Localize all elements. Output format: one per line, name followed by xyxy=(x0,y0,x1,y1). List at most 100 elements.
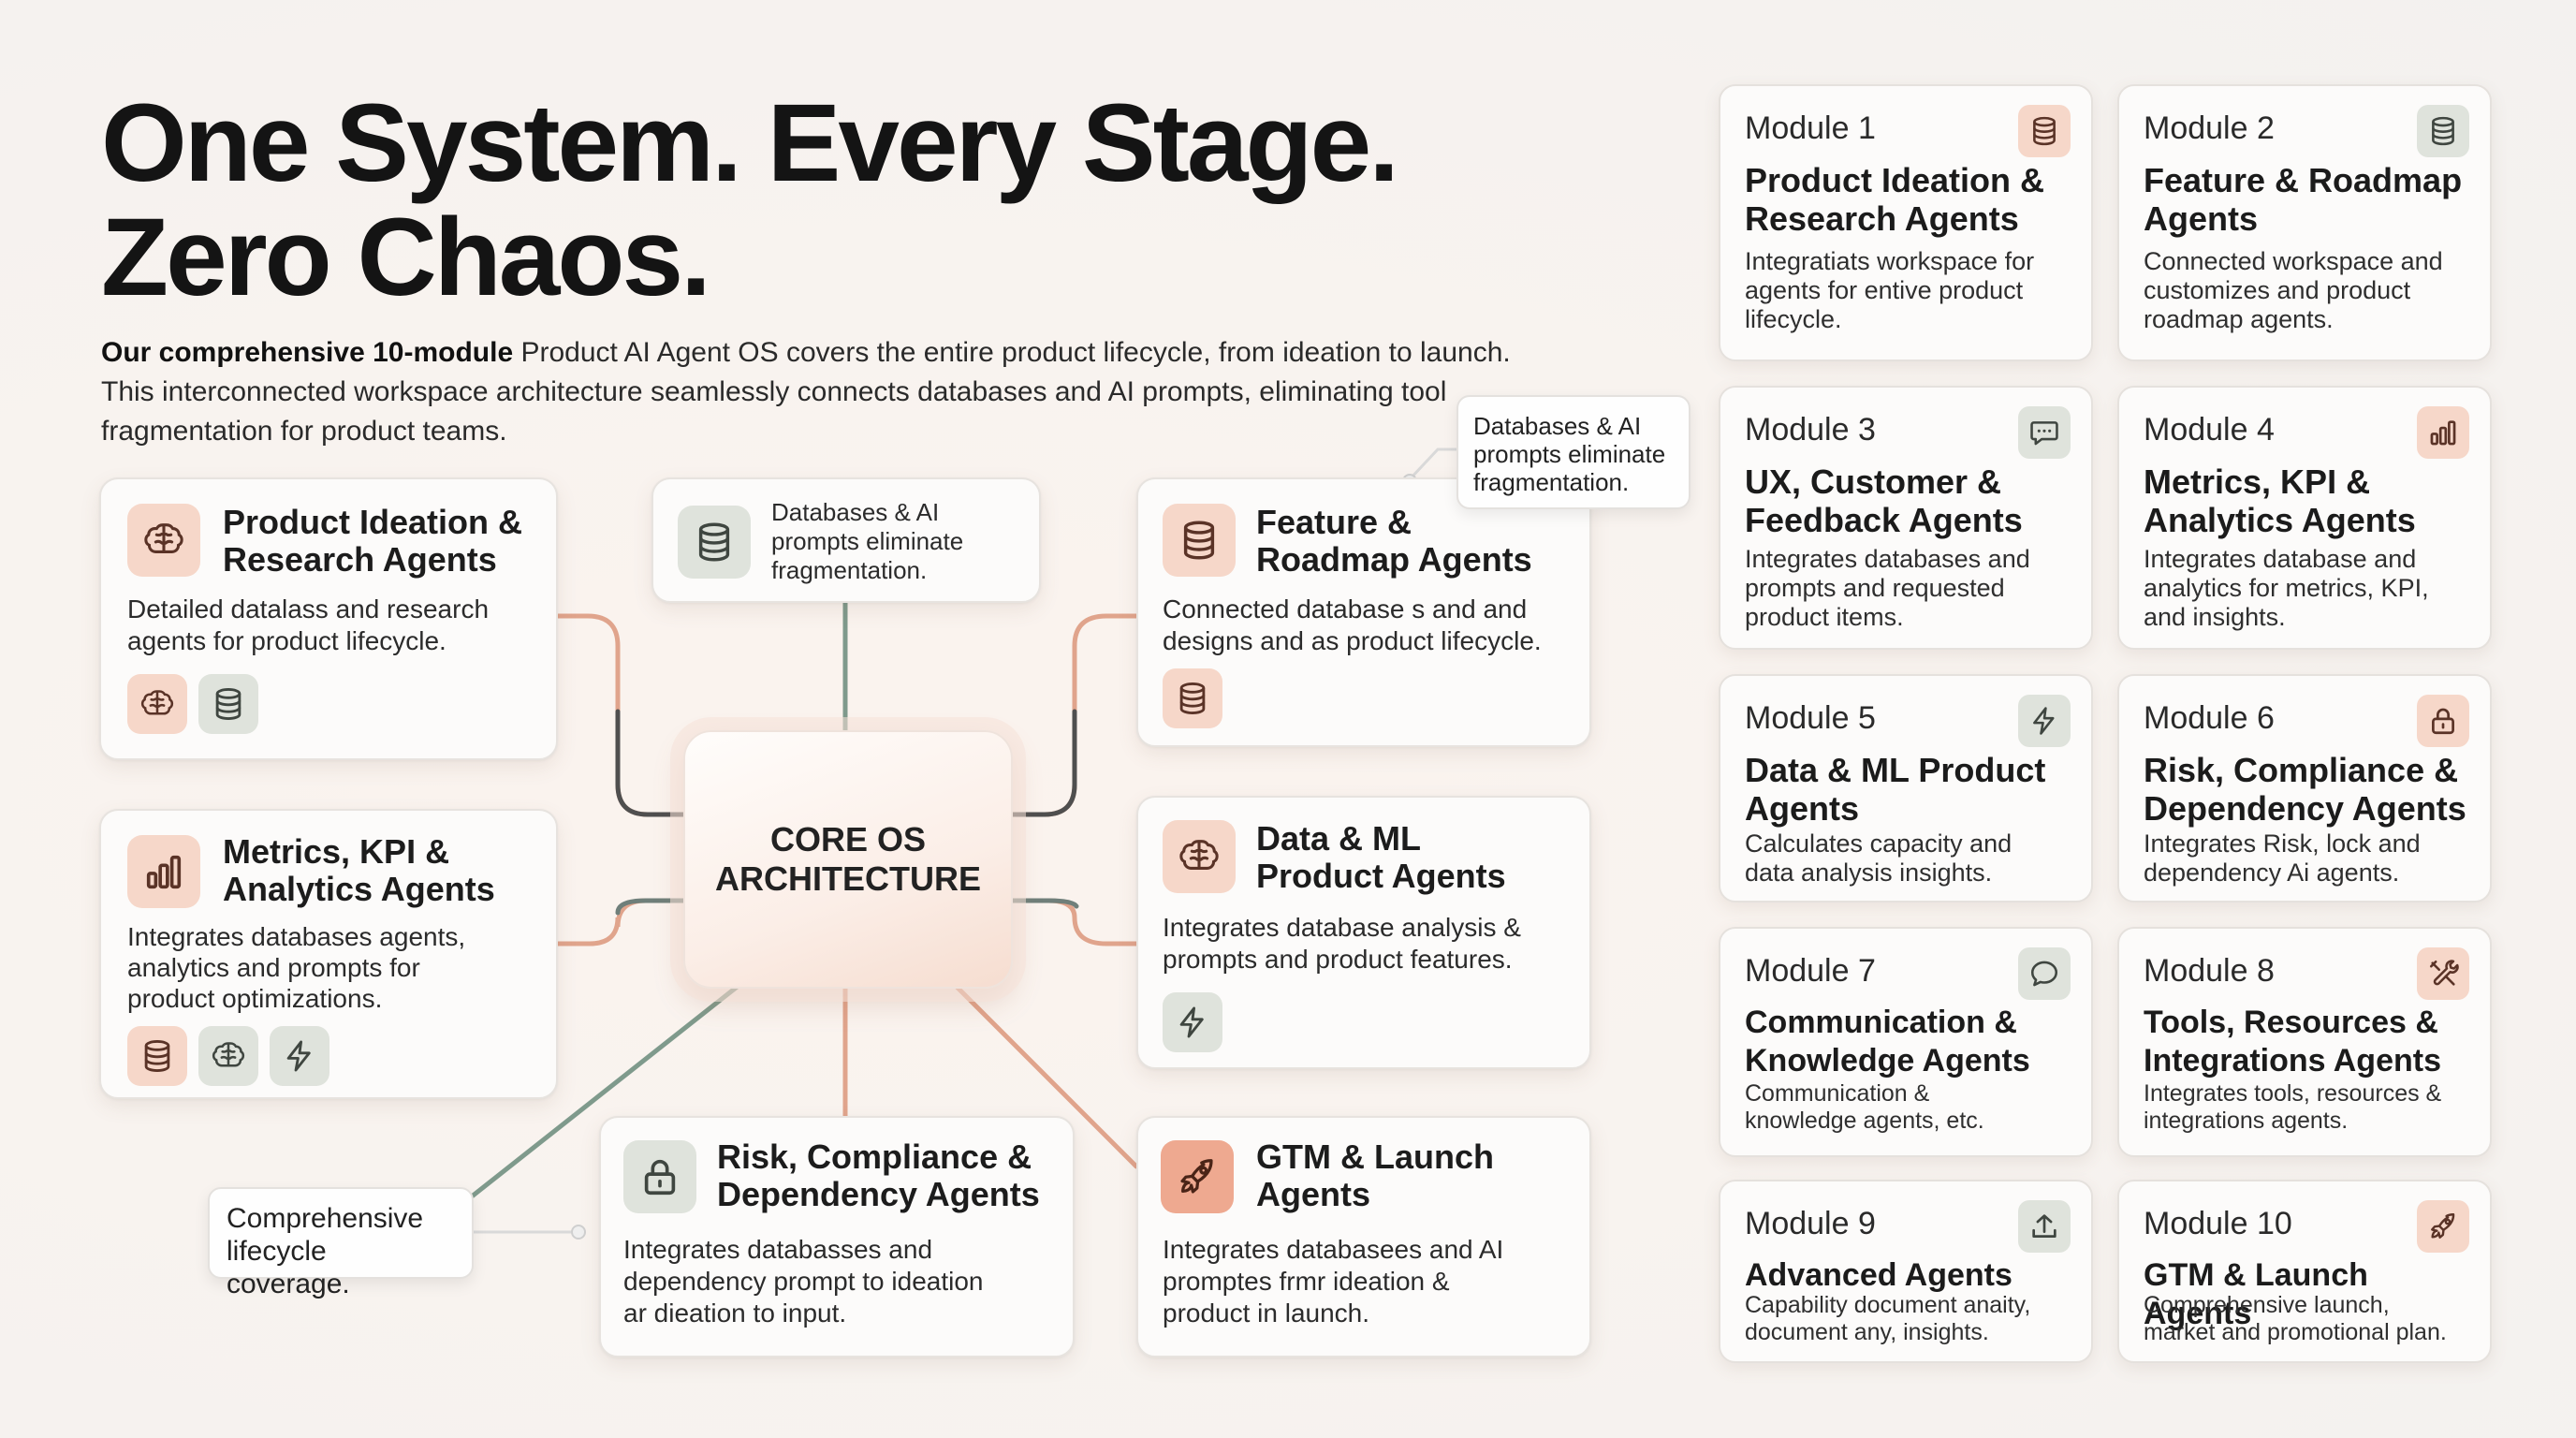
module-title: Metrics, KPI &Analytics Agents xyxy=(2144,462,2416,539)
core-line-1: CORE OS xyxy=(769,820,927,858)
module-title: UX, Customer &Feedback Agents xyxy=(1745,462,2023,539)
node-product-ideation[interactable]: Product Ideation &Research Agents Detail… xyxy=(99,477,558,760)
core-line-2: ARCHITECTURE xyxy=(715,859,981,898)
module-title: GTM & Launch Agents xyxy=(2144,1257,2368,1331)
node-title: Risk, Compliance &Dependency Agents xyxy=(717,1137,1040,1213)
core-os-architecture[interactable]: CORE OS ARCHITECTURE xyxy=(683,730,1013,989)
module-label: Module 1 xyxy=(1745,110,1876,146)
module-title: Communication &Knowledge Agents xyxy=(1745,1005,2030,1078)
connector-coverage xyxy=(469,982,742,1199)
rocket-icon xyxy=(1161,1140,1234,1213)
module-label: Module 9 xyxy=(1745,1206,1876,1241)
intro-rest: Product AI Agent OS covers the entire pr… xyxy=(513,337,1511,368)
brain-icon xyxy=(198,1026,258,1086)
connector-gtm xyxy=(952,982,1139,1169)
title-line-2: Zero Chaos. xyxy=(101,196,711,319)
database-icon xyxy=(1163,504,1236,577)
database-icon xyxy=(678,506,751,579)
tools-icon xyxy=(2417,947,2469,1000)
module-description: Integrates tools, resources &integration… xyxy=(2144,1080,2442,1134)
module-title: Tools, Resources &Integrations Agents xyxy=(2144,1005,2441,1078)
connector-dataml-dark xyxy=(1006,898,1079,909)
database-icon xyxy=(2018,105,2071,157)
module-label: Module 8 xyxy=(2144,953,2275,989)
module-description: Comprehensive launch,market and promotio… xyxy=(2144,1292,2447,1345)
node-feature-roadmap[interactable]: Feature &Roadmap Agents Connected databa… xyxy=(1136,477,1591,747)
rocket-icon xyxy=(2417,1200,2469,1253)
module-description: Communication &knowledge agents, etc. xyxy=(1745,1080,1984,1134)
upload-icon xyxy=(2018,1200,2071,1253)
callout-lifecycle-coverage: Comprehensive lifecycle coverage. xyxy=(208,1187,474,1299)
module-label: Module 7 xyxy=(1745,953,1876,989)
lock-icon xyxy=(2417,695,2469,747)
module-label: Module 6 xyxy=(2144,700,2275,736)
module-description: Capability document anaity,document any,… xyxy=(1745,1292,2031,1345)
lightning-icon xyxy=(2018,695,2071,747)
module-label: Module 4 xyxy=(2144,412,2275,448)
module-label: Module 2 xyxy=(2144,110,2275,146)
brain-icon xyxy=(127,674,187,734)
module-card-10[interactable]: Module 10 GTM & Launch Agents Comprehens… xyxy=(2117,1180,2492,1363)
connector-ideation-dark xyxy=(615,709,686,817)
database-icon xyxy=(2417,105,2469,157)
module-title: Advanced Agents xyxy=(1745,1257,2012,1293)
module-card-7[interactable]: Module 7 Communication &Knowledge Agents… xyxy=(1719,927,2093,1157)
speech-bubble-icon xyxy=(2018,947,2071,1000)
database-icon xyxy=(1163,668,1222,728)
node-title: Feature &Roadmap Agents xyxy=(1256,503,1532,579)
node-description: Integrates database analysis &prompts an… xyxy=(1163,913,1521,974)
node-title: Product Ideation &Research Agents xyxy=(223,503,523,579)
module-card-9[interactable]: Module 9 Advanced Agents Capability docu… xyxy=(1719,1180,2093,1363)
bar-chart-icon xyxy=(2417,406,2469,459)
module-label: Module 5 xyxy=(1745,700,1876,736)
connector-dataml xyxy=(1006,898,1139,946)
chat-bubble-icon xyxy=(2018,406,2071,459)
lock-icon xyxy=(623,1140,696,1213)
intro-line-3: fragmentation for product teams. xyxy=(101,416,507,447)
connector-feature-dark xyxy=(1006,709,1077,817)
node-risk-compliance[interactable]: Risk, Compliance &Dependency Agents Inte… xyxy=(599,1116,1075,1357)
module-card-4[interactable]: Module 4 Metrics, KPI &Analytics Agents … xyxy=(2117,386,2492,650)
intro-bold: Our comprehensive 10-module xyxy=(101,337,514,368)
module-card-6[interactable]: Module 6 Risk, Compliance &Dependency Ag… xyxy=(2117,674,2492,902)
node-description: Integrates databases agents,analytics an… xyxy=(127,922,466,1013)
connector-fragment-pointer xyxy=(1408,448,1460,481)
intro-line-2: This interconnected workspace architectu… xyxy=(101,376,1447,407)
module-card-3[interactable]: Module 3 UX, Customer &Feedback Agents I… xyxy=(1719,386,2093,650)
brain-icon xyxy=(127,504,200,577)
connector-ideation xyxy=(555,613,686,817)
module-label: Module 10 xyxy=(2144,1206,2292,1241)
brain-icon xyxy=(1163,820,1236,893)
module-card-8[interactable]: Module 8 Tools, Resources &Integrations … xyxy=(2117,927,2492,1157)
page-title: One System. Every Stage. Zero Chaos. xyxy=(101,86,1505,315)
bar-chart-icon xyxy=(127,835,200,908)
node-metrics-kpi[interactable]: Metrics, KPI &Analytics Agents Integrate… xyxy=(99,809,558,1099)
lightning-icon xyxy=(1163,992,1222,1052)
module-card-1[interactable]: Module 1 Product Ideation &Research Agen… xyxy=(1719,84,2093,361)
node-title: Metrics, KPI &Analytics Agents xyxy=(223,832,495,908)
module-title: Product Ideation &Research Agents xyxy=(1745,161,2045,238)
lightning-icon xyxy=(270,1026,329,1086)
callout-fragmentation: Databases & AI prompts eliminate fragmen… xyxy=(1456,395,1690,509)
intro-paragraph: Our comprehensive 10-module Product AI A… xyxy=(101,333,1561,451)
module-title: Risk, Compliance &Dependency Agents xyxy=(2144,751,2466,828)
